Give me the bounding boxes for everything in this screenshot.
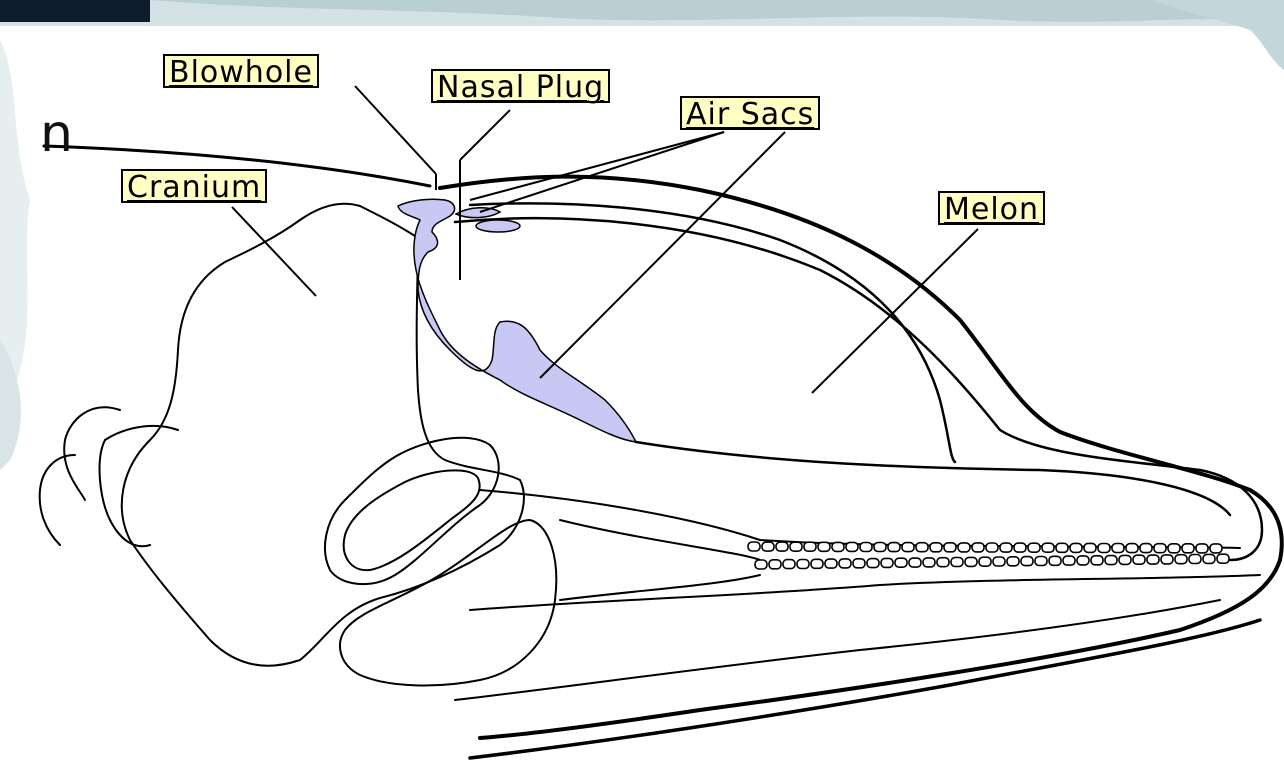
lower-tooth — [1021, 557, 1033, 566]
slide-title-fragment: n — [40, 104, 73, 164]
teeth-row — [748, 542, 1229, 569]
lower-tooth — [1035, 557, 1047, 566]
lower-tooth — [1161, 555, 1173, 564]
upper-tooth — [790, 542, 802, 551]
lower-tooth — [1063, 556, 1075, 565]
upper-tooth — [860, 543, 872, 552]
lower-tooth — [1119, 555, 1131, 564]
upper-tooth — [972, 543, 984, 552]
lower-tooth — [1049, 556, 1061, 565]
lower-tooth — [937, 558, 949, 567]
upper-tooth — [1014, 543, 1026, 552]
lower-tooth — [1189, 555, 1201, 564]
outline-strokes — [40, 146, 1282, 758]
upper-tooth — [832, 542, 844, 551]
upper-tooth — [1070, 543, 1082, 552]
upper-tooth — [818, 542, 830, 551]
lower-tooth — [1105, 556, 1117, 565]
lower-tooth — [923, 558, 935, 567]
lower-tooth — [951, 558, 963, 567]
upper-tooth — [930, 543, 942, 552]
upper-tooth — [944, 543, 956, 552]
corner-dark-block — [0, 0, 150, 22]
lower-tooth — [811, 559, 823, 568]
upper-tooth — [1196, 544, 1208, 553]
upper-tooth — [1042, 543, 1054, 552]
lower-tooth — [1133, 555, 1145, 564]
lower-tooth — [1007, 557, 1019, 566]
lower-tooth — [853, 559, 865, 568]
upper-tooth — [1112, 544, 1124, 553]
upper-tooth — [762, 542, 774, 551]
lower-tooth — [993, 557, 1005, 566]
label-blowhole: Blowhole — [163, 54, 319, 88]
lower-tooth — [1091, 556, 1103, 565]
lower-tooth — [1147, 555, 1159, 564]
label-air-sacs: Air Sacs — [680, 96, 820, 130]
upper-tooth — [748, 542, 760, 551]
upper-tooth — [1168, 544, 1180, 553]
upper-tooth — [916, 543, 928, 552]
air-passage — [398, 199, 636, 442]
lower-tooth — [895, 558, 907, 567]
upper-tooth — [902, 543, 914, 552]
upper-tooth — [804, 542, 816, 551]
label-nasal-plug: Nasal Plug — [431, 69, 610, 103]
upper-tooth — [986, 543, 998, 552]
lower-tooth — [1175, 555, 1187, 564]
upper-tooth — [1084, 543, 1096, 552]
lower-tooth — [755, 560, 767, 569]
upper-tooth — [846, 542, 858, 551]
upper-tooth — [888, 543, 900, 552]
upper-tooth — [1140, 544, 1152, 553]
upper-tooth — [874, 543, 886, 552]
lower-tooth — [909, 558, 921, 567]
upper-tooth — [776, 542, 788, 551]
lower-tooth — [839, 559, 851, 568]
lower-tooth — [867, 559, 879, 568]
pointer-lines — [232, 86, 978, 393]
lower-tooth — [783, 560, 795, 569]
lower-tooth — [769, 560, 781, 569]
upper-tooth — [1126, 544, 1138, 553]
upper-tooth — [1098, 544, 1110, 553]
lower-tooth — [979, 557, 991, 566]
upper-tooth — [1056, 543, 1068, 552]
lower-tooth — [1203, 554, 1215, 563]
lower-tooth — [1217, 554, 1229, 563]
lower-tooth — [1077, 556, 1089, 565]
lower-tooth — [881, 558, 893, 567]
label-cranium: Cranium — [121, 169, 267, 203]
upper-tooth — [1154, 544, 1166, 553]
lower-tooth — [965, 557, 977, 566]
lower-tooth — [825, 559, 837, 568]
upper-tooth — [1182, 544, 1194, 553]
upper-tooth — [1028, 543, 1040, 552]
lower-tooth — [797, 560, 809, 569]
label-melon: Melon — [938, 191, 1045, 225]
upper-tooth — [958, 543, 970, 552]
upper-tooth — [1000, 543, 1012, 552]
upper-tooth — [1210, 544, 1222, 553]
